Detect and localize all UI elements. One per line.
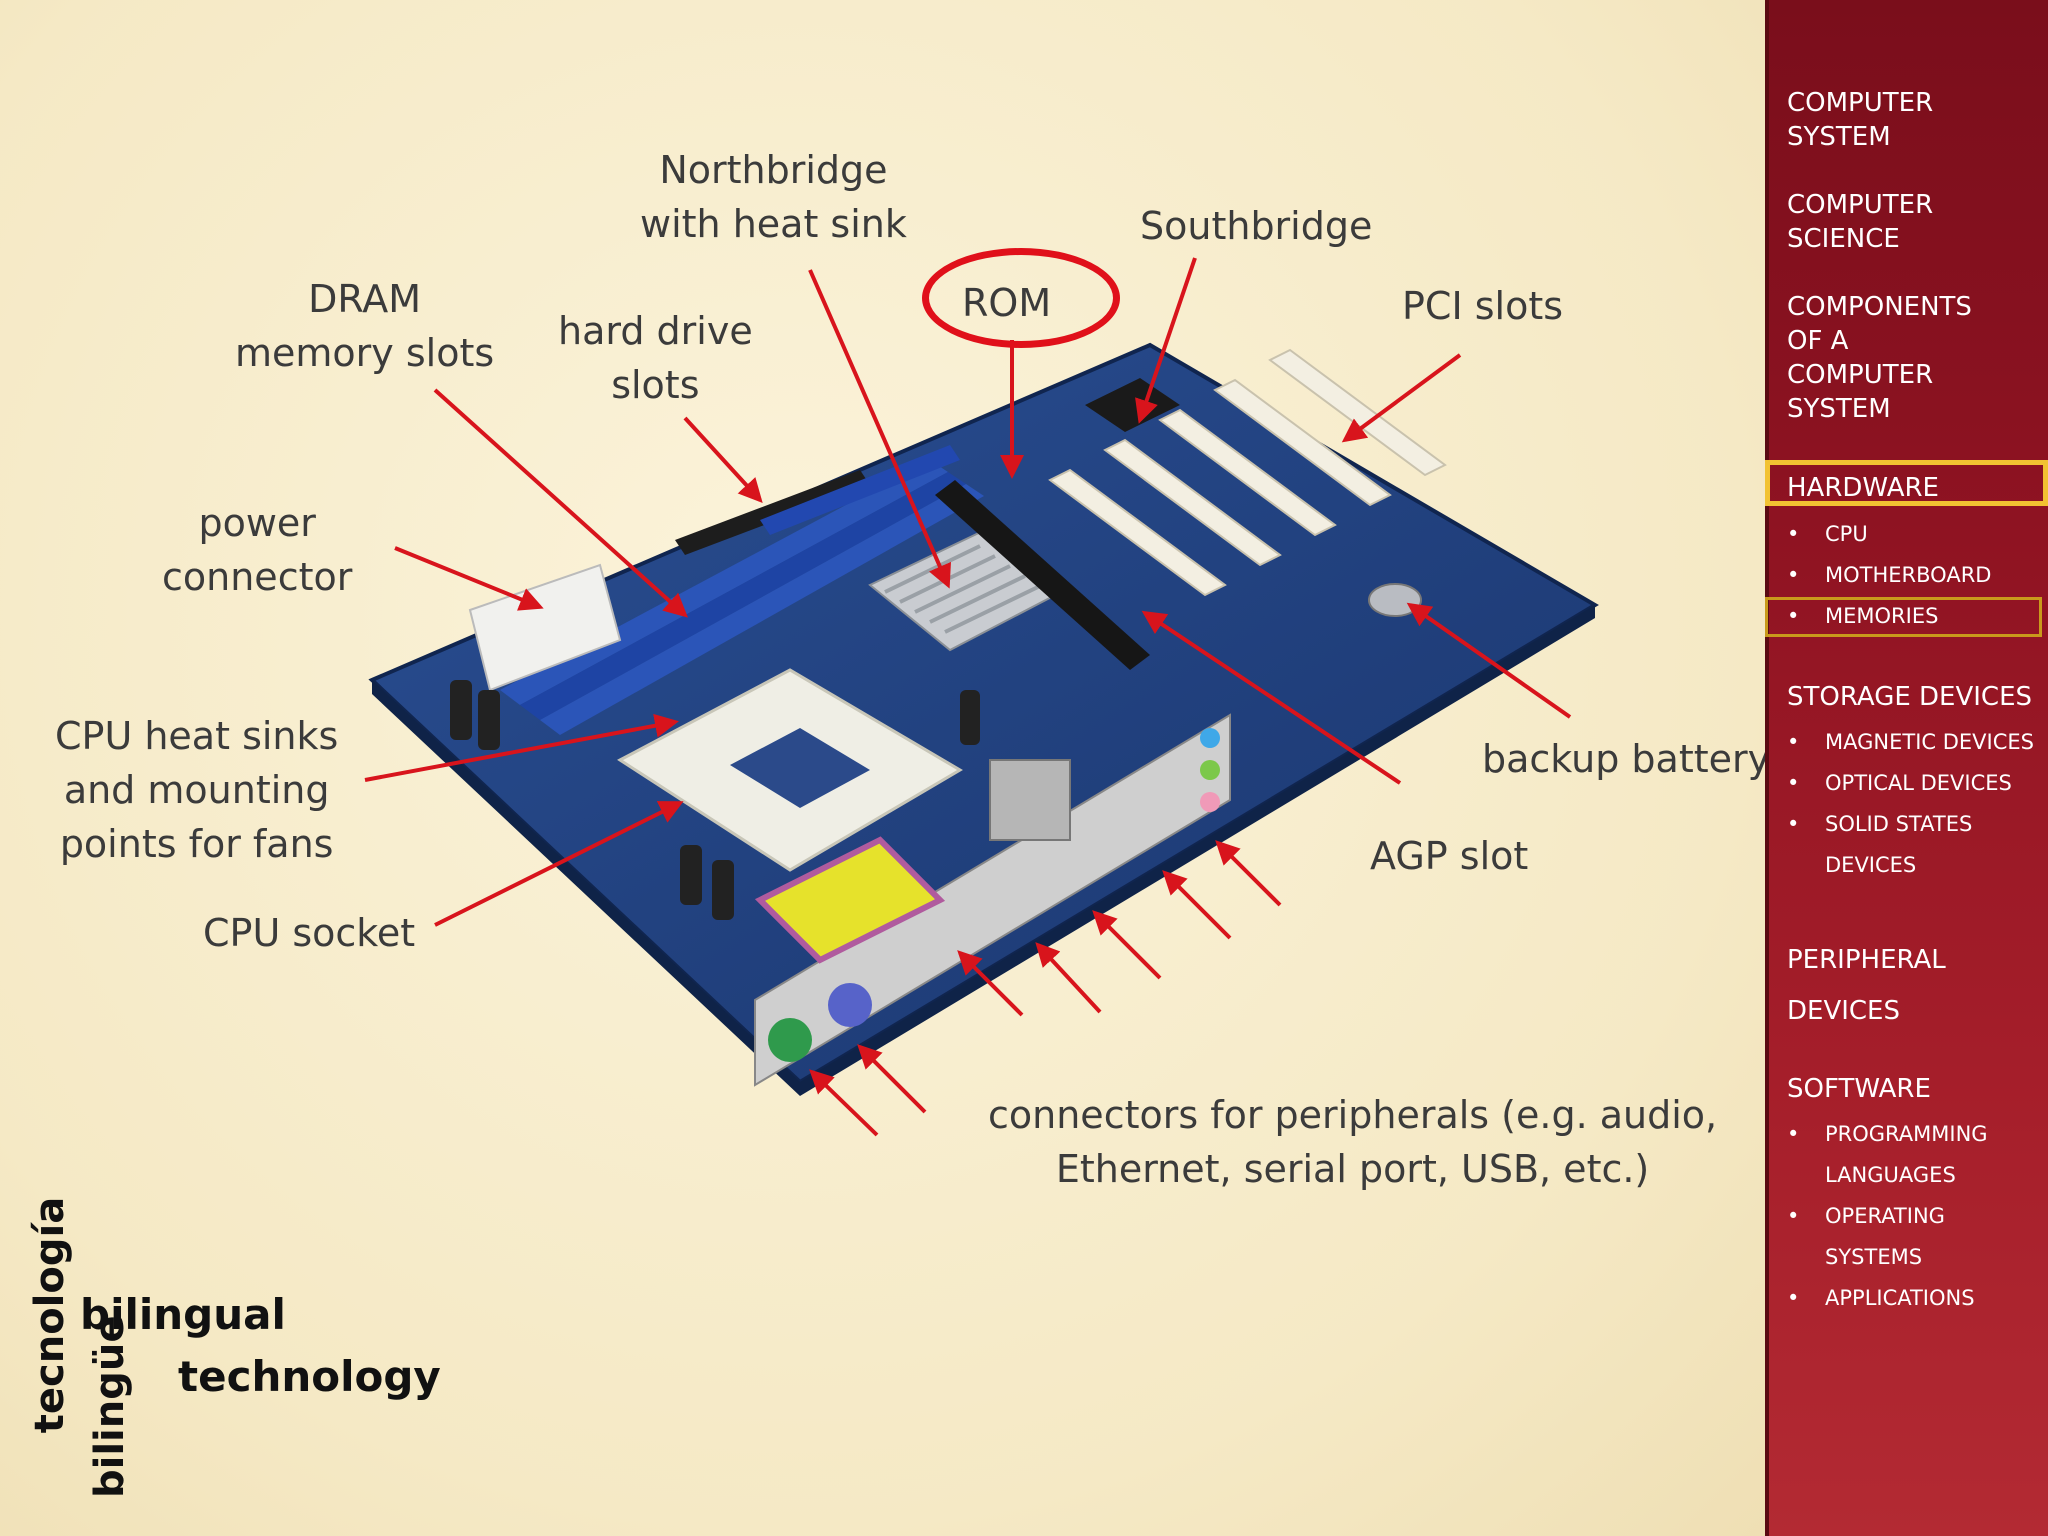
nav-programming-cont[interactable]: LANGUAGES (1825, 1163, 1956, 1187)
label-connectors: connectors for peripherals (e.g. audio,E… (988, 1093, 1718, 1191)
nav-solid-states[interactable]: •SOLID STATES (1787, 804, 1972, 845)
bullet-icon: • (1787, 771, 1800, 795)
bullet-icon: • (1787, 604, 1800, 628)
io-panel-shape (754, 713, 1231, 1087)
nav-software[interactable]: SOFTWARE (1787, 1074, 1931, 1104)
bullet-icon: • (1787, 812, 1800, 836)
brand-bilingual: bilingual (80, 1290, 286, 1339)
nav-memories[interactable]: •MEMORIES (1787, 596, 1938, 637)
label-pci-slots: PCI slots (1402, 284, 1564, 328)
label-agp-slot: AGP slot (1370, 834, 1529, 878)
nav-programming[interactable]: •PROGRAMMING (1787, 1114, 1988, 1155)
nav-optical-devices[interactable]: •OPTICAL DEVICES (1787, 763, 2012, 804)
nav-operating-cont[interactable]: SYSTEMS (1825, 1245, 1923, 1269)
brand-technology: technology (178, 1352, 441, 1401)
bullet-icon: • (1787, 1204, 1800, 1228)
capacitors-shape (450, 680, 980, 920)
bullet-icon: • (1787, 1122, 1800, 1146)
memories-highlight (1765, 597, 2042, 637)
nav-magnetic-devices[interactable]: •MAGNETIC DEVICES (1787, 722, 2034, 763)
nav-cpu[interactable]: •CPU (1787, 514, 1868, 555)
bullet-icon: • (1787, 1286, 1800, 1310)
southbridge-chip-shape (1085, 378, 1180, 432)
agp-slot-shape (935, 480, 1150, 670)
backup-battery-shape (1368, 583, 1422, 617)
brand-bilingue: bilingüe (87, 1315, 133, 1498)
brand-tecnologia: tecnología (27, 1196, 73, 1434)
nav-solid-states-cont[interactable]: DEVICES (1825, 853, 1917, 877)
nav-operating[interactable]: •OPERATING (1787, 1196, 1945, 1237)
bullet-icon: • (1787, 730, 1800, 754)
nav-storage-devices[interactable]: STORAGE DEVICES (1787, 682, 2033, 712)
bullet-icon: • (1787, 522, 1800, 546)
power-connector-shape (468, 563, 622, 692)
ide-connector-shape (675, 470, 870, 555)
label-backup-battery: backup battery (1482, 737, 1765, 781)
bullet-icon: • (1787, 563, 1800, 587)
label-rom: ROM (962, 281, 1052, 325)
rom-highlight-circle (922, 248, 1120, 348)
nav-applications[interactable]: •APPLICATIONS (1787, 1278, 1975, 1319)
label-southbridge: Southbridge (1140, 204, 1373, 248)
nav-motherboard[interactable]: •MOTHERBOARD (1787, 555, 1991, 596)
annotation-arrows (364, 257, 1572, 1137)
pci-slots-shape (1048, 348, 1447, 597)
label-cpu-socket: CPU socket (203, 911, 416, 955)
hardware-highlight (1765, 460, 2048, 506)
nav-hardware[interactable]: HARDWARE (1787, 473, 1939, 503)
motherboard-diagram (364, 257, 1599, 1137)
